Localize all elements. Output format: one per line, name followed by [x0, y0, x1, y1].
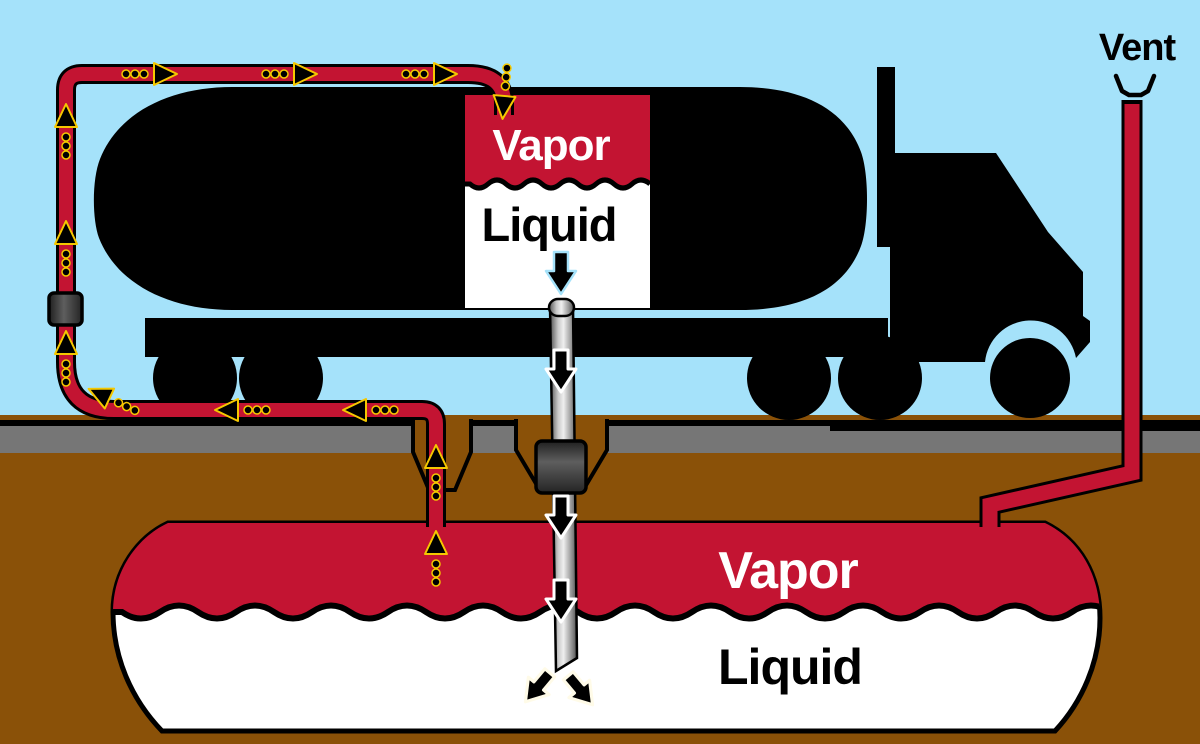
- vent-pipe: Vent: [979, 27, 1177, 527]
- truck-wheel: [747, 336, 831, 420]
- truck-wheel: [990, 338, 1070, 418]
- vent-label: Vent: [1099, 27, 1177, 69]
- underground-liquid-surface-wave: [113, 602, 1100, 622]
- drop-tube: [513, 250, 605, 716]
- vent-cap: [1113, 73, 1157, 98]
- truck-cab: [890, 153, 1090, 362]
- truck-vapor-space: [465, 95, 650, 188]
- vent-pipe-red: [982, 104, 1140, 527]
- truck-vapor-label: Vapor: [492, 121, 610, 170]
- truck-tank-cutaway: Vapor Liquid: [465, 95, 650, 308]
- truck-wheel: [239, 336, 323, 420]
- underground-storage-tank: Vapor Liquid: [110, 520, 1103, 734]
- truck-liquid-surface-wave: [465, 177, 650, 191]
- underground-vapor-label: Vapor: [718, 542, 858, 600]
- truck-wheel: [153, 336, 237, 420]
- drop-tube-coupling: [534, 439, 588, 495]
- pavement-shadow-strip: [830, 420, 1200, 431]
- vapor-pipe-coupling: [47, 291, 84, 327]
- underground-liquid-label: Liquid: [718, 639, 862, 695]
- drop-tube-cap: [547, 297, 576, 318]
- underground-tank-vapor-space: [113, 523, 1100, 619]
- truck-liquid-label: Liquid: [482, 198, 617, 251]
